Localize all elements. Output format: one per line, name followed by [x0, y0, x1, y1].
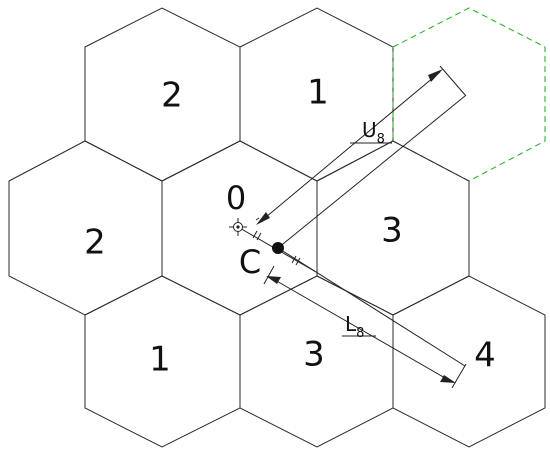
origin-label: 0 [226, 179, 246, 217]
hex-cell-bottom-right [392, 275, 546, 448]
cell-label-bottom-left: 1 [149, 340, 171, 380]
l8-arrow-start [266, 276, 281, 284]
u8-arrow-end [428, 69, 443, 82]
l8-end-tick [451, 363, 467, 389]
origin-marker-dot [236, 225, 240, 229]
l8-arrow-end [440, 375, 456, 383]
cell-label-bottom-right: 4 [474, 336, 496, 376]
hex-grid [8, 7, 546, 448]
u8-dimension: U8 [255, 65, 467, 249]
l8-dimension-line [267, 275, 453, 383]
l8-start-tick [263, 265, 275, 285]
center-label: C [239, 243, 261, 281]
cell-label-top-center: 1 [307, 73, 329, 113]
origin-point: 0 [226, 179, 247, 236]
cell-label-top-left: 2 [161, 76, 183, 116]
offset-tick-1 [252, 230, 258, 239]
cell-label-middle-left: 2 [84, 223, 106, 263]
center-point: C [239, 242, 284, 281]
offset-tick-4 [295, 257, 301, 266]
offset-tick-3 [291, 255, 297, 264]
center-dot-icon [272, 242, 284, 254]
u8-arrow-origin [256, 212, 270, 225]
l8-dimension: L8 [263, 247, 467, 389]
u8-end-tick [439, 65, 467, 97]
hex-cell-highlighted [392, 7, 546, 182]
offset-tick-2 [256, 232, 262, 241]
u8-dimension-line [259, 71, 441, 223]
l8-label: L8 [345, 312, 364, 341]
u8-extension-line-near [277, 95, 466, 249]
cell-label-middle-right: 3 [381, 211, 403, 251]
cell-labels: 2 1 2 3 1 3 4 [84, 73, 496, 380]
u8-extension-line-from-origin [255, 217, 260, 221]
cell-label-bottom-center: 3 [303, 335, 325, 375]
u8-label: U8 [362, 118, 385, 147]
